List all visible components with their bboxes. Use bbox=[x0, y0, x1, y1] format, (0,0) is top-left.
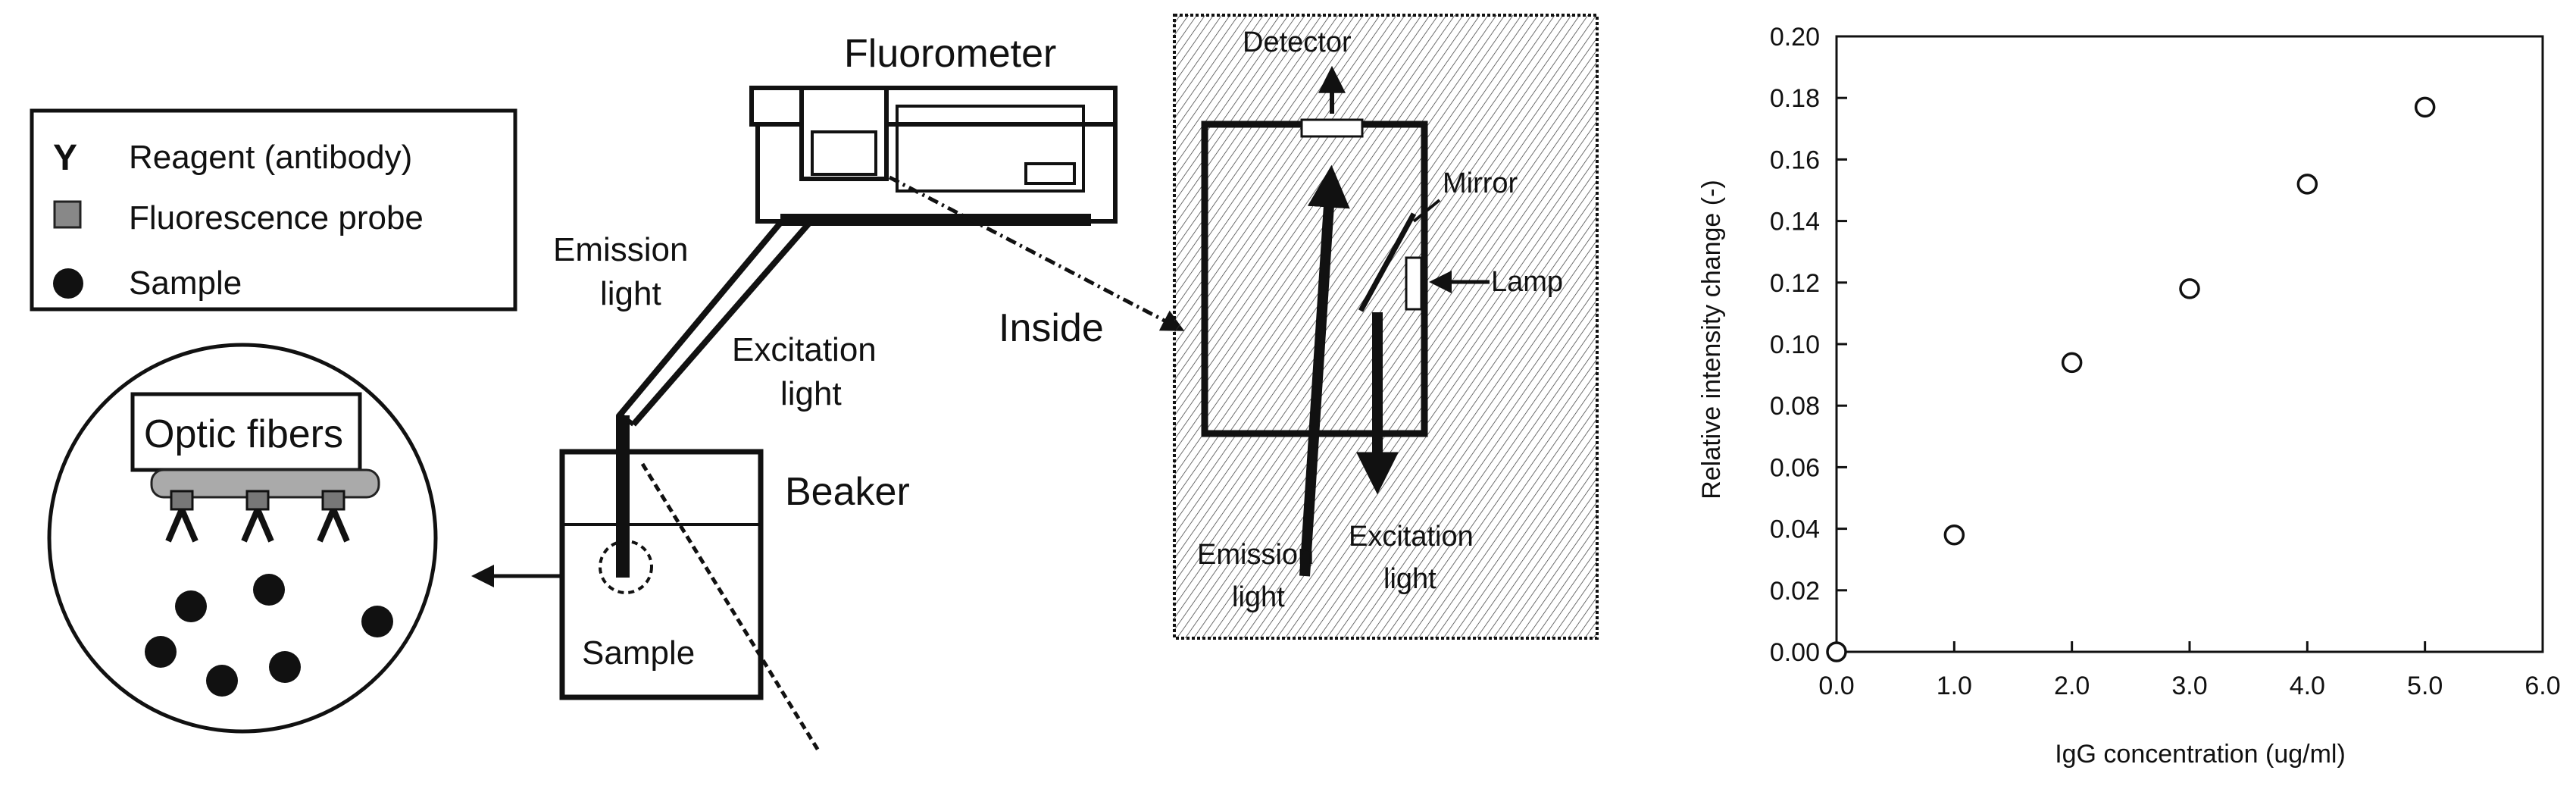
inset-emission-label-2: light bbox=[1232, 581, 1285, 613]
y-tick-label: 0.02 bbox=[1770, 577, 1820, 606]
legend: Y Reagent (antibody) Fluorescence probe … bbox=[30, 108, 517, 312]
data-point bbox=[1943, 524, 1965, 546]
x-tick-label: 1.0 bbox=[1937, 672, 1972, 700]
optic-fibers-label: Optic fibers bbox=[144, 412, 343, 456]
sample-dot bbox=[253, 574, 285, 606]
fluorometer-base bbox=[780, 214, 1091, 226]
y-axis-label: Relative intensity change (-) bbox=[1697, 180, 1726, 499]
fluorometer: Fluorometer bbox=[749, 32, 1118, 226]
antibody-probe-1 bbox=[165, 490, 199, 543]
y-tick-label: 0.16 bbox=[1770, 146, 1820, 174]
inset-excitation-label: Excitation bbox=[1349, 521, 1474, 553]
excitation-light-label-2: light bbox=[780, 375, 842, 412]
fluorometer-display bbox=[1024, 162, 1076, 185]
inset-background bbox=[1173, 14, 1599, 640]
mirror-pointer bbox=[1412, 199, 1441, 223]
data-point bbox=[2179, 278, 2200, 299]
sample-dot bbox=[206, 665, 238, 697]
y-tick-label: 0.08 bbox=[1770, 392, 1820, 421]
excitation-light-label: Excitation bbox=[732, 331, 877, 368]
plot-frame bbox=[1835, 35, 2544, 653]
x-tick-label: 4.0 bbox=[2290, 672, 2325, 700]
legend-probe-label: Fluorescence probe bbox=[129, 199, 424, 236]
inset-excitation-label-2: light bbox=[1383, 563, 1436, 595]
inside-label: Inside bbox=[999, 306, 1104, 350]
sample-dot bbox=[175, 590, 207, 622]
detector-label: Detector bbox=[1243, 27, 1352, 58]
data-point bbox=[2061, 352, 2083, 374]
sample-dot bbox=[145, 636, 177, 668]
emission-beam bbox=[1299, 164, 1350, 577]
chart: 0.00 0.02 0.04 0.06 0.08 0.10 0.12 0.14 0.16 0.18… bbox=[1697, 23, 2561, 769]
beaker: Beaker Sample bbox=[559, 415, 910, 700]
legend-sample-label: Sample bbox=[129, 265, 242, 302]
x-tick-label: 6.0 bbox=[2524, 672, 2560, 700]
inset-emission-label: Emission bbox=[1197, 539, 1314, 571]
lamp-label: Lamp bbox=[1491, 266, 1563, 298]
data-point bbox=[2296, 174, 2318, 195]
data-point bbox=[1826, 641, 1847, 662]
fiber-tip-dashed bbox=[599, 540, 653, 594]
y-tick-label: 0.20 bbox=[1770, 23, 1820, 52]
y-tick-label: 0.18 bbox=[1770, 84, 1820, 113]
beaker-outline bbox=[559, 449, 764, 700]
antibody-probe-3 bbox=[317, 490, 350, 543]
fluorometer-panel bbox=[896, 105, 1085, 193]
fluorometer-inner bbox=[811, 130, 877, 176]
emission-light-label-2: light bbox=[600, 275, 661, 312]
optic-fibers-block bbox=[130, 392, 362, 472]
y-tick-label: 0.04 bbox=[1770, 515, 1820, 544]
reagent-symbol: Y bbox=[53, 138, 77, 178]
sample-dot bbox=[269, 651, 301, 683]
legend-box bbox=[30, 108, 517, 312]
sample-dot-icon bbox=[53, 268, 83, 299]
y-tick-label: 0.00 bbox=[1770, 638, 1820, 667]
probe-icon bbox=[53, 200, 82, 229]
y-tick-label: 0.10 bbox=[1770, 330, 1820, 359]
lamp-element bbox=[1405, 256, 1423, 311]
sample-label: Sample bbox=[582, 634, 695, 672]
inside-pointer-line bbox=[888, 175, 1185, 331]
antibody-probe-2 bbox=[241, 490, 274, 543]
mirror-element bbox=[1358, 212, 1417, 312]
legend-reagent-label: Reagent (antibody) bbox=[129, 139, 412, 176]
sample-dot bbox=[361, 606, 393, 637]
detector-element bbox=[1300, 118, 1364, 138]
emission-light-label: Emission bbox=[553, 231, 689, 268]
x-tick-label: 2.0 bbox=[2054, 672, 2090, 700]
fluorometer-label: Fluorometer bbox=[844, 32, 1056, 76]
x-tick-label: 5.0 bbox=[2407, 672, 2443, 700]
magnified-view: Optic fibers bbox=[47, 343, 438, 734]
inset-panel: Detector Mirror Lamp Emission light Exci… bbox=[1173, 14, 1599, 640]
x-axis-label: IgG concentration (ug/ml) bbox=[2055, 740, 2346, 769]
x-tick-label: 0.0 bbox=[1818, 672, 1854, 700]
y-tick-label: 0.06 bbox=[1770, 453, 1820, 482]
plot-area: 0.00 0.02 0.04 0.06 0.08 0.10 0.12 0.14 0.16 0.18… bbox=[1770, 23, 2561, 700]
x-tick-label: 3.0 bbox=[2171, 672, 2207, 700]
y-tick-label: 0.12 bbox=[1770, 269, 1820, 298]
data-point bbox=[2414, 96, 2436, 118]
mirror-label: Mirror bbox=[1443, 168, 1518, 199]
y-tick-label: 0.14 bbox=[1770, 208, 1820, 236]
beaker-label: Beaker bbox=[785, 470, 910, 514]
dotted-guide-line bbox=[640, 462, 821, 752]
